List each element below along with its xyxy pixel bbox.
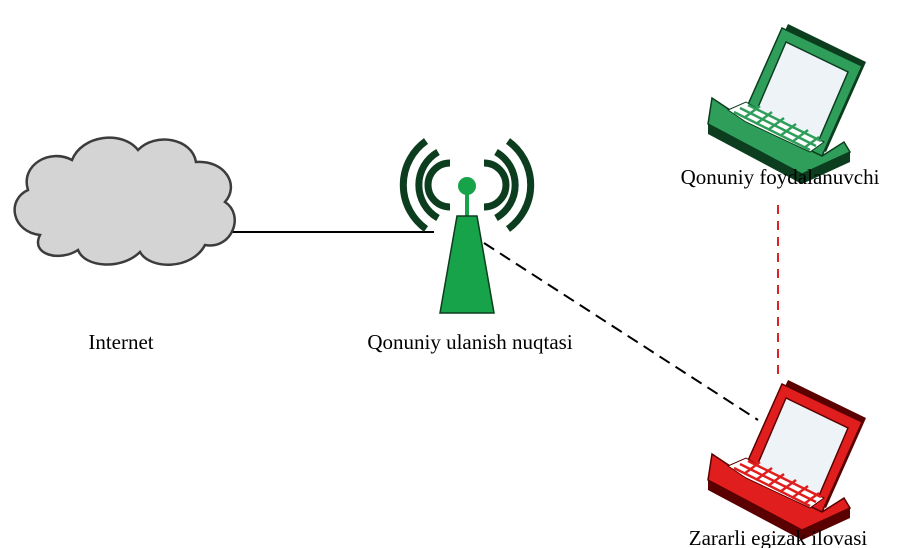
access-point-label: Qonuniy ulanish nuqtasi <box>367 330 572 354</box>
antenna-tower-icon <box>399 138 535 314</box>
evil-twin-label: Zararli egizak ilovasi <box>689 526 868 548</box>
legit-user-laptop-icon <box>707 24 866 184</box>
internet-label: Internet <box>88 330 153 354</box>
legit-user-label: Qonuniy foydalanuvchi <box>681 165 880 189</box>
cloud-icon <box>13 136 236 266</box>
evil-twin-laptop-icon <box>707 380 866 540</box>
rogue-link-access-point-to-evil-twin <box>483 242 759 421</box>
